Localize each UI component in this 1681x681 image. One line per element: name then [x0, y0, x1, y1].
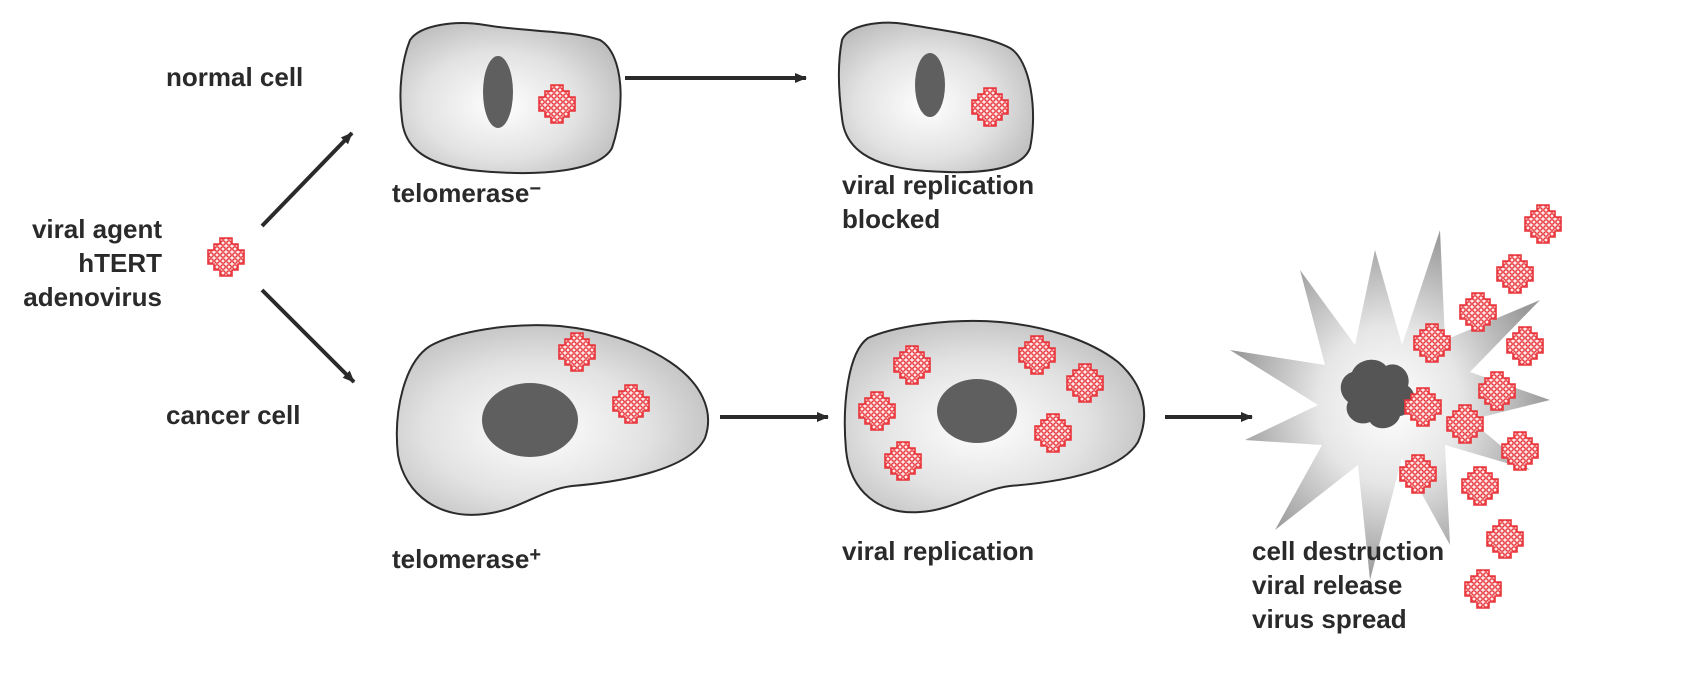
- virus-icon: [1462, 467, 1498, 505]
- nucleus: [937, 379, 1017, 443]
- virus-icon: [1525, 205, 1561, 243]
- virus-icon: [885, 442, 921, 480]
- virus-icon: [1465, 570, 1501, 608]
- telomerase-text: telomerase: [392, 178, 529, 208]
- virus-icon: [1487, 520, 1523, 558]
- destruction-outcome-label: cell destruction viral release virus spr…: [1252, 534, 1444, 636]
- virus-icon: [613, 385, 649, 423]
- virus-icon: [1460, 293, 1496, 331]
- nucleus: [915, 53, 945, 117]
- blocked-line-2: blocked: [842, 202, 1034, 236]
- nucleus: [483, 56, 513, 128]
- virus-icon: [894, 346, 930, 384]
- outcome-line-1: cell destruction: [1252, 534, 1444, 568]
- virus-icon: [972, 88, 1008, 126]
- virus-icon: [1507, 327, 1543, 365]
- telomerase-negative-label: telomerase−: [392, 176, 541, 210]
- telomerase-positive-label: telomerase+: [392, 542, 541, 576]
- cancer-cell-1: [397, 325, 708, 515]
- virus-icon: [1019, 336, 1055, 374]
- arrow-to-normal: [262, 133, 352, 226]
- cancer-cell-2: [845, 321, 1144, 512]
- cancer-cell-label: cancer cell: [166, 398, 300, 432]
- nucleus: [482, 383, 578, 457]
- virus-icon: [1414, 324, 1450, 362]
- virus-icon: [539, 85, 575, 123]
- virus-icon: [1067, 364, 1103, 402]
- normal-cell-2: [839, 23, 1033, 173]
- input-line-1: viral agent: [10, 212, 162, 246]
- virus-icon: [1502, 432, 1538, 470]
- blocked-line-1: viral replication: [842, 168, 1034, 202]
- virus-icon: [1405, 388, 1441, 426]
- normal-cell-label: normal cell: [166, 60, 303, 94]
- telomerase-sign: +: [529, 544, 541, 566]
- input-line-2: hTERT: [10, 246, 162, 280]
- virus-icon: [1479, 372, 1515, 410]
- virus-icon: [1400, 455, 1436, 493]
- outcome-line-3: virus spread: [1252, 602, 1444, 636]
- normal-cell-1: [400, 23, 620, 173]
- telomerase-text: telomerase: [392, 544, 529, 574]
- outcome-line-2: viral release: [1252, 568, 1444, 602]
- viral-replication-label: viral replication: [842, 534, 1034, 568]
- virus-icon: [859, 392, 895, 430]
- input-line-3: adenovirus: [10, 280, 162, 314]
- replication-blocked-label: viral replication blocked: [842, 168, 1034, 236]
- virus-icon: [1035, 414, 1071, 452]
- arrow-to-cancer: [262, 290, 354, 382]
- input-virus-icon: [208, 238, 244, 276]
- virus-icon: [1447, 405, 1483, 443]
- virus-icon: [1497, 255, 1533, 293]
- telomerase-sign: −: [529, 178, 541, 200]
- input-agent-label: viral agent hTERT adenovirus: [10, 212, 162, 314]
- virus-icon: [559, 333, 595, 371]
